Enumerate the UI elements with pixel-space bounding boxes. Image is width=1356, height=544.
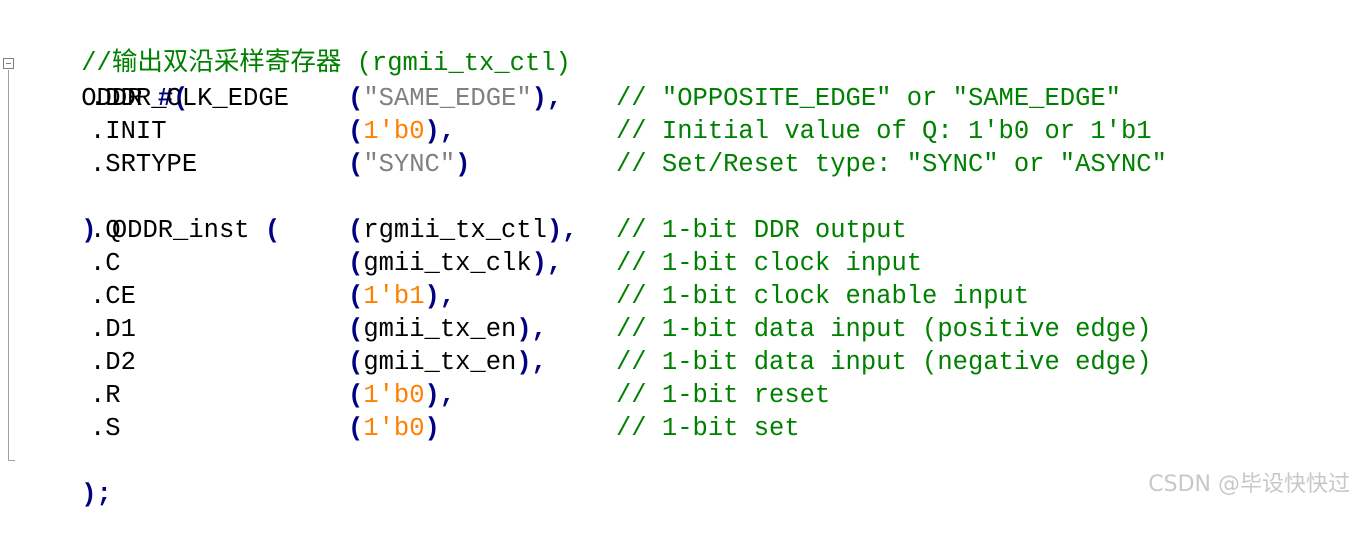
instance-name: ODDR_inst <box>111 216 250 245</box>
code-line-instance: ) ODDR_inst ( <box>20 181 280 245</box>
close-paren: ), <box>516 348 547 377</box>
port-name: .CE <box>90 282 136 311</box>
port-name: .C <box>90 249 121 278</box>
port-name: .D1 <box>90 315 136 344</box>
watermark-text: CSDN @毕设快快过 <box>1148 472 1350 497</box>
module-name: ODDR <box>81 84 143 113</box>
open-paren: ( <box>348 315 364 344</box>
port-comment: // 1-bit reset <box>616 381 831 410</box>
code-editor[interactable]: //输出双沿采样寄存器 (rgmii_tx_ctl) ODDR #( .DDR_… <box>0 0 1356 509</box>
port-value-group: (gmii_tx_clk), <box>348 247 562 280</box>
open-paren: ( <box>348 282 364 311</box>
param-value: "SYNC" <box>363 150 456 179</box>
port-comment: // 1-bit set <box>616 414 800 443</box>
param-value-group: (1'b0), <box>348 115 455 148</box>
close-paren: ), <box>424 282 456 311</box>
open-paren: ( <box>348 117 364 146</box>
close-paren: ), <box>424 117 456 146</box>
port-value: 1'b0 <box>363 414 425 443</box>
open-paren: ( <box>348 381 364 410</box>
open-paren: ( <box>348 348 364 377</box>
closing-token: ); <box>81 480 112 509</box>
port-name: .S <box>90 414 121 443</box>
port-comment: // 1-bit clock enable input <box>616 282 1030 311</box>
port-value: gmii_tx_clk <box>363 249 532 278</box>
param-comment: // "OPPOSITE_EDGE" or "SAME_EDGE" <box>616 84 1121 113</box>
port-value-group: (1'b0), <box>348 379 455 412</box>
port-name: .R <box>90 381 121 410</box>
param-open-token: #( <box>157 84 189 113</box>
param-comment: // Initial value of Q: 1'b0 or 1'b1 <box>616 117 1152 146</box>
param-name: .SRTYPE <box>90 150 198 179</box>
port-open-token: ( <box>264 216 281 245</box>
port-value-group: (1'b0) <box>348 412 440 445</box>
port-value: 1'b0 <box>363 381 425 410</box>
param-value-group: ("SYNC") <box>348 148 470 181</box>
port-value-group: (gmii_tx_en), <box>348 346 547 379</box>
port-name: .Q <box>90 216 121 245</box>
port-value-group: (rgmii_tx_ctl), <box>348 214 578 247</box>
port-value: gmii_tx_en <box>363 348 517 377</box>
close-paren: ) <box>424 414 440 443</box>
port-value: 1'b1 <box>363 282 425 311</box>
close-paren: ), <box>531 84 563 113</box>
comment-text: //输出双沿采样寄存器 (rgmii_tx_ctl) <box>81 49 571 78</box>
open-paren: ( <box>348 216 364 245</box>
port-value: gmii_tx_en <box>363 315 517 344</box>
close-paren: ), <box>546 216 578 245</box>
open-paren: ( <box>348 249 364 278</box>
close-paren: ), <box>531 249 563 278</box>
port-comment: // 1-bit clock input <box>616 249 923 278</box>
fold-collapse-icon[interactable] <box>3 58 14 69</box>
param-comment: // Set/Reset type: "SYNC" or "ASYNC" <box>616 150 1167 179</box>
open-paren: ( <box>348 150 364 179</box>
close-paren: ) <box>455 150 471 179</box>
param-name: .DDR_CLK_EDGE <box>90 84 289 113</box>
port-value: rgmii_tx_ctl <box>363 216 547 245</box>
code-line-closing: ); <box>20 445 112 509</box>
port-value-group: (gmii_tx_en), <box>348 313 547 346</box>
open-paren: ( <box>348 414 364 443</box>
param-name: .INIT <box>90 117 167 146</box>
port-comment: // 1-bit data input (positive edge) <box>616 315 1152 344</box>
fold-guide-line <box>8 70 9 460</box>
port-name: .D2 <box>90 348 136 377</box>
param-value: "SAME_EDGE" <box>363 84 532 113</box>
port-value-group: (1'b1), <box>348 280 455 313</box>
close-paren: ), <box>516 315 547 344</box>
param-value: 1'b0 <box>363 117 425 146</box>
code-line-comment: //输出双沿采样寄存器 (rgmii_tx_ctl) <box>20 14 571 78</box>
port-comment: // 1-bit data input (negative edge) <box>616 348 1152 377</box>
fold-guide-end <box>8 460 15 461</box>
port-comment: // 1-bit DDR output <box>616 216 907 245</box>
param-close-token: ) <box>81 216 97 245</box>
open-paren: ( <box>348 84 364 113</box>
param-value-group: ("SAME_EDGE"), <box>348 82 562 115</box>
code-line-module-header: ODDR #( <box>20 49 188 113</box>
close-paren: ), <box>424 381 456 410</box>
